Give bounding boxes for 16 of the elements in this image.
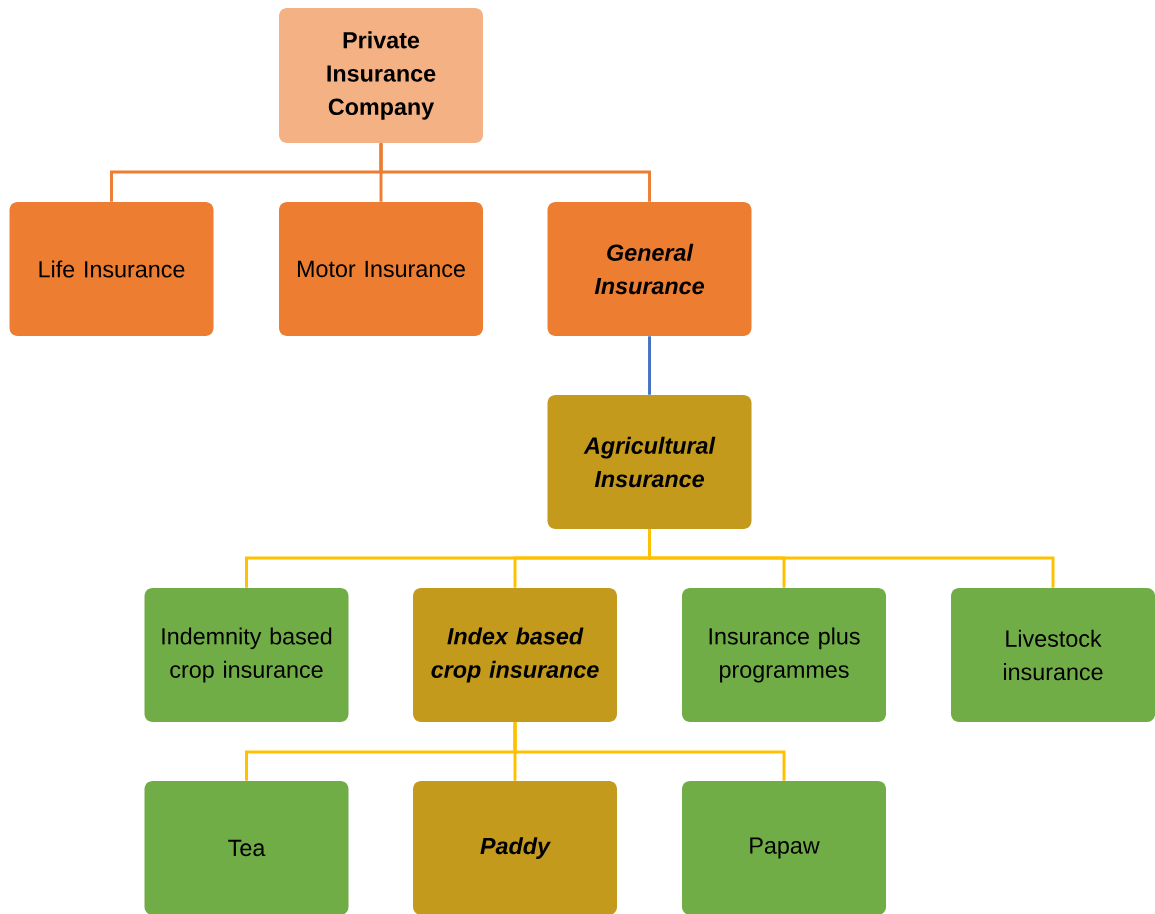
box: Paddy: [413, 781, 617, 914]
box: Insurance plus programmes: [682, 588, 886, 722]
connector: [648, 336, 651, 395]
box: Livestock insurance: [951, 588, 1155, 722]
connector: [513, 722, 786, 781]
connector: [648, 529, 1055, 588]
connector: [379, 143, 651, 202]
box: Private Insurance Company: [279, 8, 483, 143]
box: Motor Insurance: [279, 202, 483, 336]
box: General Insurance: [547, 202, 752, 336]
box: Papaw: [682, 781, 886, 914]
box: Index based crop insurance: [413, 588, 617, 722]
box: Agricultural Insurance: [547, 395, 752, 529]
box: Indemnity based crop insurance: [144, 588, 349, 722]
box: Tea: [144, 781, 349, 914]
box: Life Insurance: [9, 202, 214, 336]
